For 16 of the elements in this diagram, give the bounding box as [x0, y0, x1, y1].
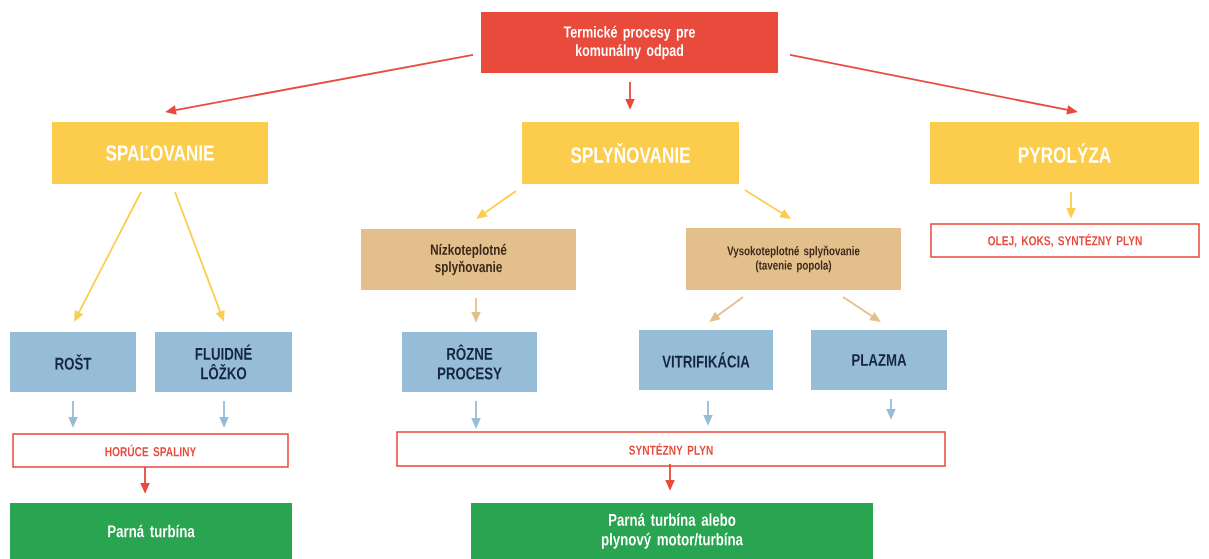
- category-box: SPAĽOVANIE: [52, 122, 268, 184]
- subcategory-box: Vysokoteplotné splyňovanie (tavenie popola): [686, 228, 901, 290]
- output-box: HORÚCE SPALINY: [12, 433, 289, 468]
- subcategory-box: Nízkoteplotné splyňovanie: [361, 229, 576, 290]
- method-box: FLUIDNÉ LÔŽKO: [155, 332, 292, 392]
- method-box: VITRIFIKÁCIA: [639, 330, 773, 390]
- category-box: PYROLÝZA: [930, 122, 1199, 184]
- method-box: ROŠT: [10, 332, 136, 392]
- output-box: OLEJ, KOKS, SYNTÉZNY PLYN: [930, 223, 1200, 258]
- output-box: SYNTÉZNY PLYN: [396, 431, 946, 467]
- result-box: Parná turbína alebo plynový motor/turbína: [471, 503, 873, 559]
- method-box: PLAZMA: [811, 330, 947, 390]
- method-box: RÔZNE PROCESY: [402, 332, 537, 392]
- process-box: Termické procesy pre komunálny odpad: [481, 12, 778, 73]
- category-box: SPLYŇOVANIE: [522, 122, 739, 184]
- result-box: Parná turbína: [10, 503, 292, 559]
